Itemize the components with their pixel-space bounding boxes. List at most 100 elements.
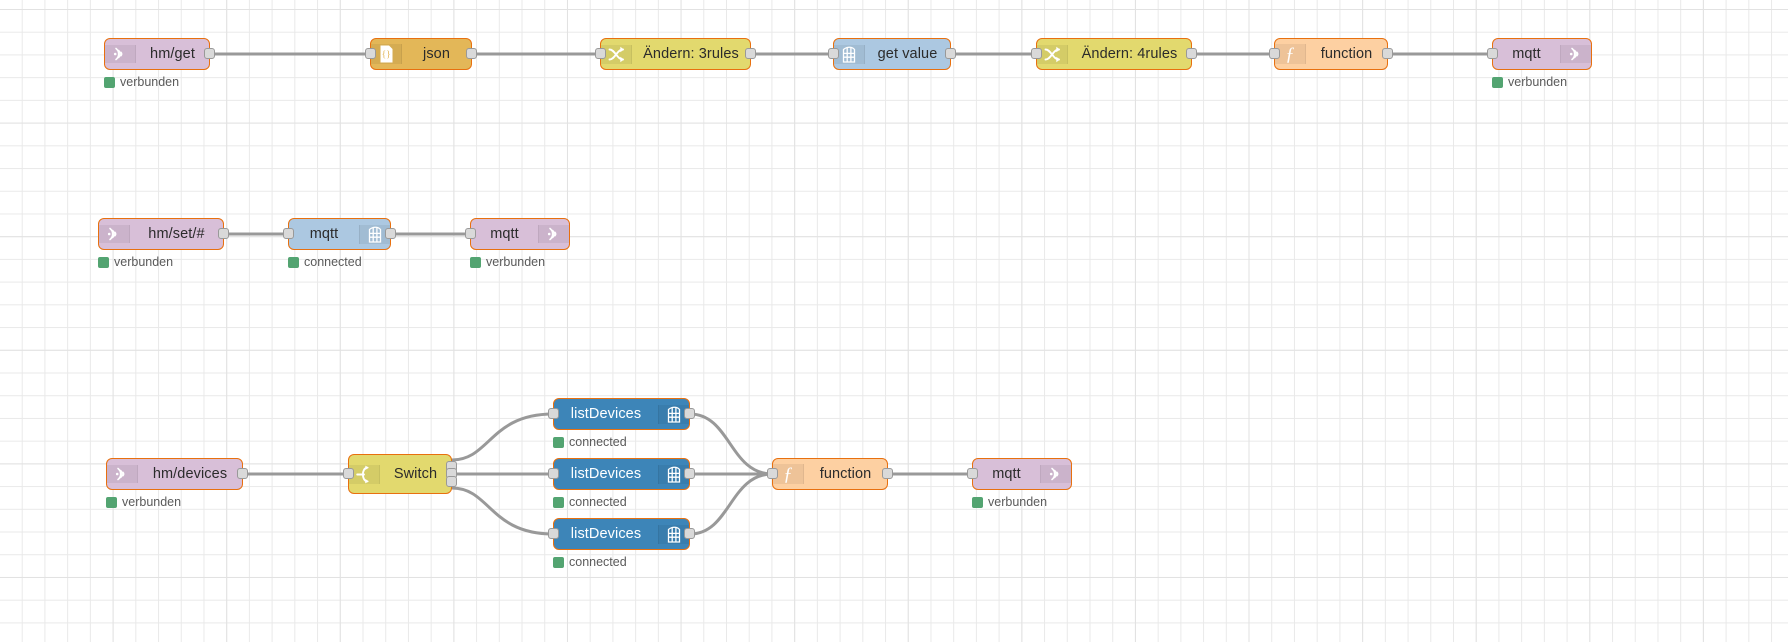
input-port[interactable] [548, 408, 559, 419]
node-mqtt-out-3[interactable]: mqtt [967, 458, 1072, 490]
status-dot [972, 496, 983, 508]
node-status-hm-get: verbunden [104, 76, 179, 89]
node-label: listDevices [570, 525, 642, 542]
node-listdevices-3[interactable]: listDevices [548, 518, 695, 550]
node-label: listDevices [570, 405, 642, 422]
node-change-4rules[interactable]: Ändern: 4rules [1031, 38, 1197, 70]
node-label: Switch [393, 465, 438, 482]
status-text: connected [304, 255, 362, 269]
mqtt-signal-icon [1560, 45, 1591, 63]
node-label: Ändern: 3rules [643, 45, 739, 62]
node-mqtt-in-hm-get[interactable]: hm/get [104, 38, 215, 70]
change-shuffle-icon [601, 44, 632, 64]
status-text: verbunden [122, 495, 182, 509]
node-status-listdevices-3: connected [553, 556, 627, 569]
wire-switch-out1-to-list1 [450, 412, 555, 462]
change-shuffle-icon [1037, 44, 1068, 64]
status-dot [553, 436, 564, 448]
node-label: mqtt [490, 225, 519, 242]
node-label: mqtt [992, 465, 1021, 482]
node-label: function [1320, 45, 1373, 62]
input-port[interactable] [465, 228, 476, 239]
database-icon [359, 224, 390, 244]
database-icon [658, 464, 689, 484]
node-change-3rules[interactable]: Ändern: 3rules [595, 38, 756, 70]
mqtt-signal-icon [1040, 465, 1071, 483]
svg-text:ƒ: ƒ [1285, 44, 1295, 64]
switch-icon [349, 464, 380, 484]
wire-list3-to-function [688, 472, 774, 536]
output-port[interactable] [218, 228, 229, 239]
node-listdevices-2[interactable]: listDevices [548, 458, 695, 490]
input-port[interactable] [595, 48, 606, 59]
input-port[interactable] [967, 468, 978, 479]
output-port-3[interactable] [446, 476, 457, 487]
input-port[interactable] [548, 528, 559, 539]
status-dot [104, 76, 115, 88]
node-mqtt-in-hm-set[interactable]: hm/set/# [98, 218, 229, 250]
node-listdevices-1[interactable]: listDevices [548, 398, 695, 430]
node-mqtt-in-hm-devices[interactable]: hm/devices [106, 458, 248, 490]
input-port[interactable] [548, 468, 559, 479]
input-port[interactable] [365, 48, 376, 59]
status-text: verbunden [1508, 75, 1568, 89]
status-text: connected [569, 555, 627, 569]
output-port[interactable] [1382, 48, 1393, 59]
node-function-2[interactable]: ƒ function [767, 458, 893, 490]
mqtt-signal-icon [538, 225, 569, 243]
input-port[interactable] [1269, 48, 1280, 59]
output-port[interactable] [945, 48, 956, 59]
output-port[interactable] [385, 228, 396, 239]
status-dot [288, 256, 299, 268]
input-port[interactable] [828, 48, 839, 59]
node-switch[interactable]: Switch [343, 454, 457, 494]
svg-text:{}: {} [381, 50, 390, 60]
svg-text:ƒ: ƒ [783, 464, 793, 484]
node-mqtt-out-1[interactable]: mqtt [1487, 38, 1592, 70]
node-mqtt-db-2[interactable]: mqtt [283, 218, 396, 250]
node-label: function [819, 465, 872, 482]
output-port[interactable] [1186, 48, 1197, 59]
input-port[interactable] [343, 468, 354, 479]
input-port[interactable] [1487, 48, 1498, 59]
output-port[interactable] [684, 468, 695, 479]
input-port[interactable] [767, 468, 778, 479]
output-port[interactable] [204, 48, 215, 59]
mqtt-signal-icon [107, 465, 138, 483]
output-port[interactable] [684, 528, 695, 539]
node-label: get value [877, 45, 938, 62]
output-port[interactable] [466, 48, 477, 59]
node-status-mqtt-db-2: connected [288, 256, 362, 269]
node-status-mqtt-out-2: verbunden [470, 256, 545, 269]
input-port[interactable] [1031, 48, 1042, 59]
node-get-value[interactable]: get value [828, 38, 956, 70]
node-label: hm/devices [152, 465, 228, 482]
node-status-hm-devices: verbunden [106, 496, 181, 509]
status-dot [553, 496, 564, 508]
status-dot [470, 256, 481, 268]
node-function-1[interactable]: ƒ function [1269, 38, 1393, 70]
status-text: verbunden [988, 495, 1048, 509]
output-port[interactable] [684, 408, 695, 419]
node-mqtt-out-2[interactable]: mqtt [465, 218, 570, 250]
node-label: mqtt [1512, 45, 1541, 62]
database-icon [834, 44, 865, 64]
node-json[interactable]: {} json [365, 38, 477, 70]
mqtt-signal-icon [99, 225, 130, 243]
database-icon [658, 524, 689, 544]
output-port[interactable] [237, 468, 248, 479]
node-label: mqtt [309, 225, 339, 242]
status-text: verbunden [120, 75, 180, 89]
input-port[interactable] [283, 228, 294, 239]
output-port[interactable] [745, 48, 756, 59]
function-f-icon: ƒ [1275, 44, 1306, 64]
output-port[interactable] [882, 468, 893, 479]
database-icon [658, 404, 689, 424]
status-text: connected [569, 435, 627, 449]
node-label: hm/get [150, 45, 195, 62]
wire-switch-out3-to-list3 [450, 486, 555, 536]
status-dot [98, 256, 109, 268]
node-label: listDevices [570, 465, 642, 482]
status-dot [553, 556, 564, 568]
